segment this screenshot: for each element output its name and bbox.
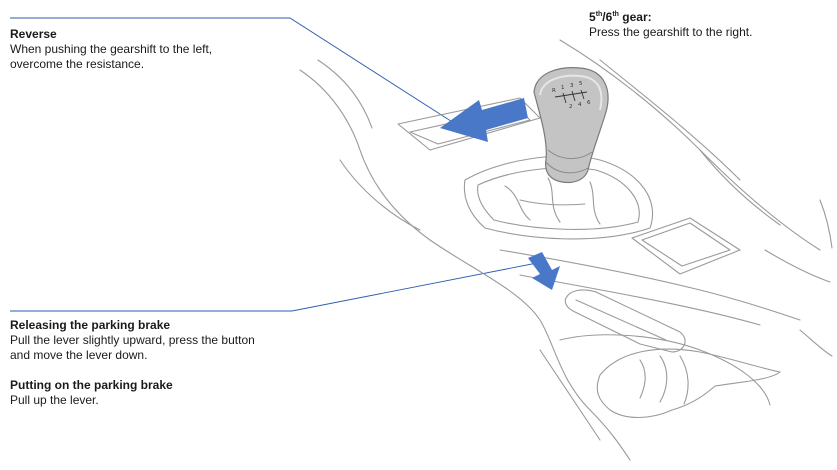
gear-suffix-th: th	[595, 11, 603, 18]
reverse-leader-line	[10, 17, 469, 133]
shift-label-3: 3	[570, 83, 574, 89]
gear-knob: R 1 3 5 2 4 6	[533, 67, 609, 184]
reverse-note: Reverse When pushing the gearshift to th…	[10, 27, 212, 72]
brake-leader-line	[10, 262, 538, 312]
puton-brake-note: Putting on the parking brake Pull up the…	[10, 378, 173, 408]
puton-brake-heading: Putting on the parking brake	[10, 378, 173, 392]
reverse-line-1: When pushing the gearshift to the left,	[10, 42, 213, 56]
release-brake-heading: Releasing the parking brake	[10, 318, 171, 332]
gear-separator: /	[602, 10, 606, 24]
gear-5-6-note: 5th/6th gear: Press the gearshift to the…	[589, 10, 752, 40]
shift-label-2: 2	[569, 104, 573, 110]
shift-label-6: 6	[587, 100, 591, 106]
release-brake-note: Releasing the parking brake Pull the lev…	[10, 318, 255, 363]
gear-num-6: 6	[605, 10, 613, 24]
shift-label-5: 5	[579, 81, 583, 87]
release-brake-line-1: Pull the lever slightly upward, press th…	[10, 333, 255, 347]
shift-label-4: 4	[578, 102, 582, 108]
reverse-heading: Reverse	[10, 27, 57, 41]
puton-brake-line-1: Pull up the lever.	[10, 393, 99, 407]
shift-label-r: R	[552, 88, 556, 94]
gear-heading-tail: gear:	[618, 10, 652, 24]
shift-pattern-diagram: R 1 3 5 2 4 6	[552, 81, 591, 110]
console-outline	[299, 39, 833, 461]
reverse-line-2: overcome the resistance.	[10, 57, 145, 71]
release-brake-line-2: and move the lever down.	[10, 348, 148, 362]
shift-label-1: 1	[561, 85, 565, 91]
gear-suffix-th-2: th	[612, 11, 619, 18]
gear-5-6-heading: 5th/6th gear:	[589, 10, 752, 25]
gear-5-6-text: Press the gearshift to the right.	[589, 25, 753, 39]
reverse-push-arrow	[440, 98, 528, 142]
brake-lever-arrow	[528, 252, 560, 290]
gear-num-5: 5	[589, 10, 596, 24]
